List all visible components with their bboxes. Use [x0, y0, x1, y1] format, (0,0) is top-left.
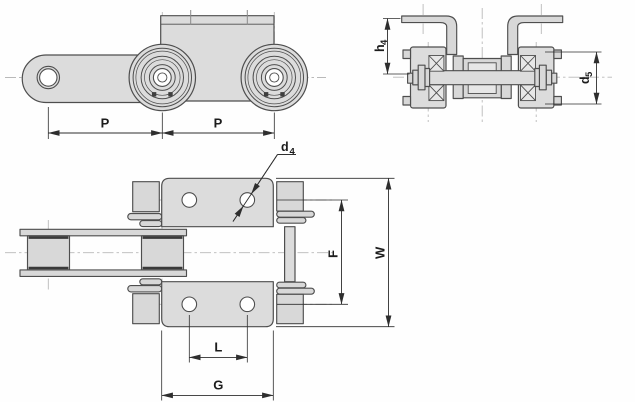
d5-dimension: d 5 — [545, 51, 602, 105]
cotter-slot — [168, 92, 173, 97]
x-bearing — [520, 55, 536, 72]
h4-dimension: h 4 — [373, 18, 410, 75]
roller-flange-lip — [553, 95, 562, 106]
roller-end-top-left — [132, 181, 160, 213]
axle-washer-stack-left — [407, 64, 431, 91]
roller-flange-lip — [402, 95, 412, 106]
side-view: P P — [5, 10, 326, 139]
roller-end-top-right — [276, 181, 304, 212]
roller-end-bottom-left — [132, 293, 160, 325]
axle-washer-stack-right — [534, 64, 558, 91]
attachment-hole — [239, 296, 256, 313]
bent-attachment-left — [401, 15, 458, 56]
roller-left-side — [128, 43, 197, 112]
pitch-dimension-left: P — [47, 107, 163, 139]
link-plate-hole — [39, 68, 58, 87]
inner-link-plate-near — [19, 228, 188, 237]
g-label: G — [213, 378, 223, 393]
l-label: L — [214, 340, 222, 355]
link-plate-hole-outer — [36, 65, 61, 90]
l-dimension: L — [188, 315, 248, 363]
roller-plan-left — [26, 235, 71, 271]
cotter-slot — [263, 92, 269, 97]
d5-label: d 5 — [578, 71, 595, 84]
w-dimension: W — [276, 177, 395, 328]
end-view: h 4 d 5 — [373, 4, 612, 124]
attachment-hole — [181, 192, 198, 208]
x-bearing — [428, 84, 445, 102]
svg-text:h: h — [373, 44, 387, 52]
svg-text:F: F — [326, 250, 341, 258]
d4-label-sub: 4 — [290, 147, 296, 158]
x-bearing — [428, 55, 445, 72]
g-dimension: G — [161, 330, 274, 401]
roller-flange-lip — [553, 49, 562, 60]
attachment-plate-top — [161, 177, 274, 228]
svg-text:W: W — [373, 246, 388, 259]
x-bearing — [520, 84, 536, 102]
roller-plan-mid — [140, 235, 185, 271]
cotter-slot — [151, 92, 157, 97]
inner-link-plate-far — [19, 269, 188, 277]
attachment-hole — [181, 296, 198, 313]
pin-end-view — [412, 70, 552, 86]
svg-text:d: d — [578, 76, 592, 84]
pitch-dimension-right: P — [162, 112, 275, 139]
cotter-slot — [280, 92, 285, 97]
d4-dimension: d 4 — [232, 140, 296, 222]
svg-text:5: 5 — [584, 71, 595, 77]
attachment-plate-bottom — [161, 281, 274, 328]
w-label: W — [373, 246, 388, 259]
pitch-label-left: P — [101, 116, 110, 131]
f-label: F — [326, 250, 341, 258]
pitch-label-right: P — [214, 116, 223, 131]
pin-plan-view — [284, 226, 296, 283]
d4-label-base: d — [281, 140, 289, 154]
f-dimension: F — [277, 199, 348, 305]
roller-right-side — [240, 43, 309, 112]
roller-end-bottom-right — [276, 293, 304, 325]
bent-attachment-right — [507, 15, 564, 56]
bearing-x-boxes — [428, 55, 536, 102]
plan-view: d 4 F W L — [5, 140, 395, 401]
h4-label: h 4 — [373, 39, 390, 52]
svg-text:4: 4 — [379, 39, 390, 45]
roller-flange-lip — [402, 49, 412, 60]
